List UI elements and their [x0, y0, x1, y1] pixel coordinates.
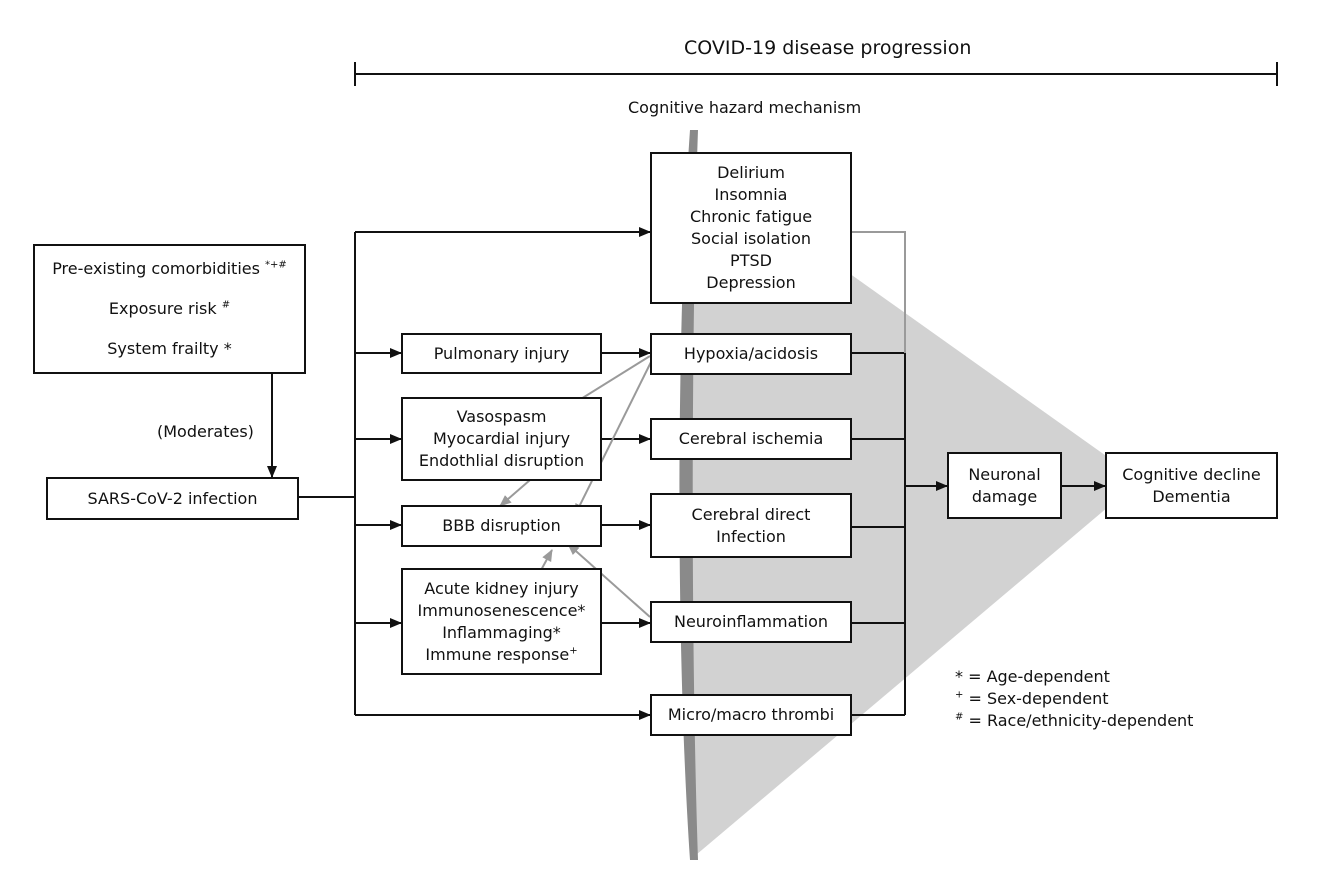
gray-arrow-hypoxia-bbb: [574, 359, 653, 516]
pulmonary-injury-box: Pulmonary injury: [401, 333, 602, 374]
cognitive-decline-label: Cognitive decline: [1122, 464, 1261, 484]
neuronal-damage-box: Neuronal damage: [947, 452, 1062, 519]
immunosenescence-label: Immunosenescence*: [417, 600, 586, 620]
cerebral-direct-infection-box: Cerebral direct Infection: [650, 493, 852, 558]
infection-box: SARS-CoV-2 infection: [46, 477, 299, 520]
cerebral-ischemia-box: Cerebral ischemia: [650, 418, 852, 460]
systemic-box: Acute kidney injury Immunosenescence* In…: [401, 568, 602, 675]
exposure-item: Exposure risk #: [108, 299, 231, 318]
bbb-disruption-box: BBB disruption: [401, 505, 602, 547]
psychosocial-box: Delirium Insomnia Chronic fatigue Social…: [650, 152, 852, 304]
hypoxia-box: Hypoxia/acidosis: [650, 333, 852, 375]
myocardial-injury-label: Myocardial injury: [432, 429, 571, 448]
vascular-box: Vasospasm Myocardial injury Endothlial d…: [401, 397, 602, 481]
cerebral-direct-label: Cerebral direct: [691, 504, 811, 524]
neuroinflammation-box: Neuroinflammation: [650, 601, 852, 643]
endothelial-label: Endothlial disruption: [418, 451, 585, 470]
thrombi-box: Micro/macro thrombi: [650, 694, 852, 736]
progression-bracket: [354, 62, 1278, 86]
infection-label: Infection: [716, 526, 786, 546]
gray-arrow-neuroinflammation-bbb: [567, 543, 651, 618]
chronic-fatigue-label: Chronic fatigue: [689, 207, 813, 226]
cognitive-decline-box: Cognitive decline Dementia: [1105, 452, 1278, 519]
damage-label: damage: [971, 486, 1038, 506]
insomnia-label: Insomnia: [714, 185, 788, 204]
legend-age: * = Age-dependent: [955, 667, 1110, 686]
dementia-label: Dementia: [1152, 486, 1231, 506]
legend: * = Age-dependent + = Sex-dependent # = …: [955, 666, 1193, 732]
ptsd-label: PTSD: [730, 251, 772, 270]
hazard-mechanism-label: Cognitive hazard mechanism: [628, 98, 862, 117]
frailty-item: System frailty *: [107, 339, 232, 358]
immune-response-label: Immune response+: [425, 644, 578, 664]
moderates-label: (Moderates): [157, 422, 254, 441]
comorbidities-item: Pre-existing comorbidities *+#: [52, 259, 287, 278]
diagram-title: COVID-19 disease progression: [684, 37, 972, 59]
inflammaging-label: Inflammaging*: [442, 622, 561, 642]
delirium-label: Delirium: [717, 163, 785, 182]
acute-kidney-label: Acute kidney injury: [424, 578, 579, 598]
social-isolation-label: Social isolation: [691, 229, 811, 248]
depression-label: Depression: [706, 273, 796, 292]
vasospasm-label: Vasospasm: [456, 407, 547, 426]
neuronal-label: Neuronal: [968, 464, 1041, 484]
risk-factors-box: Pre-existing comorbidities *+# Exposure …: [33, 244, 306, 374]
gray-arrow-vascular-bbb: [499, 479, 531, 507]
legend-sex: + = Sex-dependent: [955, 689, 1109, 708]
psychosocial-connector: [852, 231, 906, 353]
legend-race: # = Race/ethnicity-dependent: [955, 711, 1194, 730]
